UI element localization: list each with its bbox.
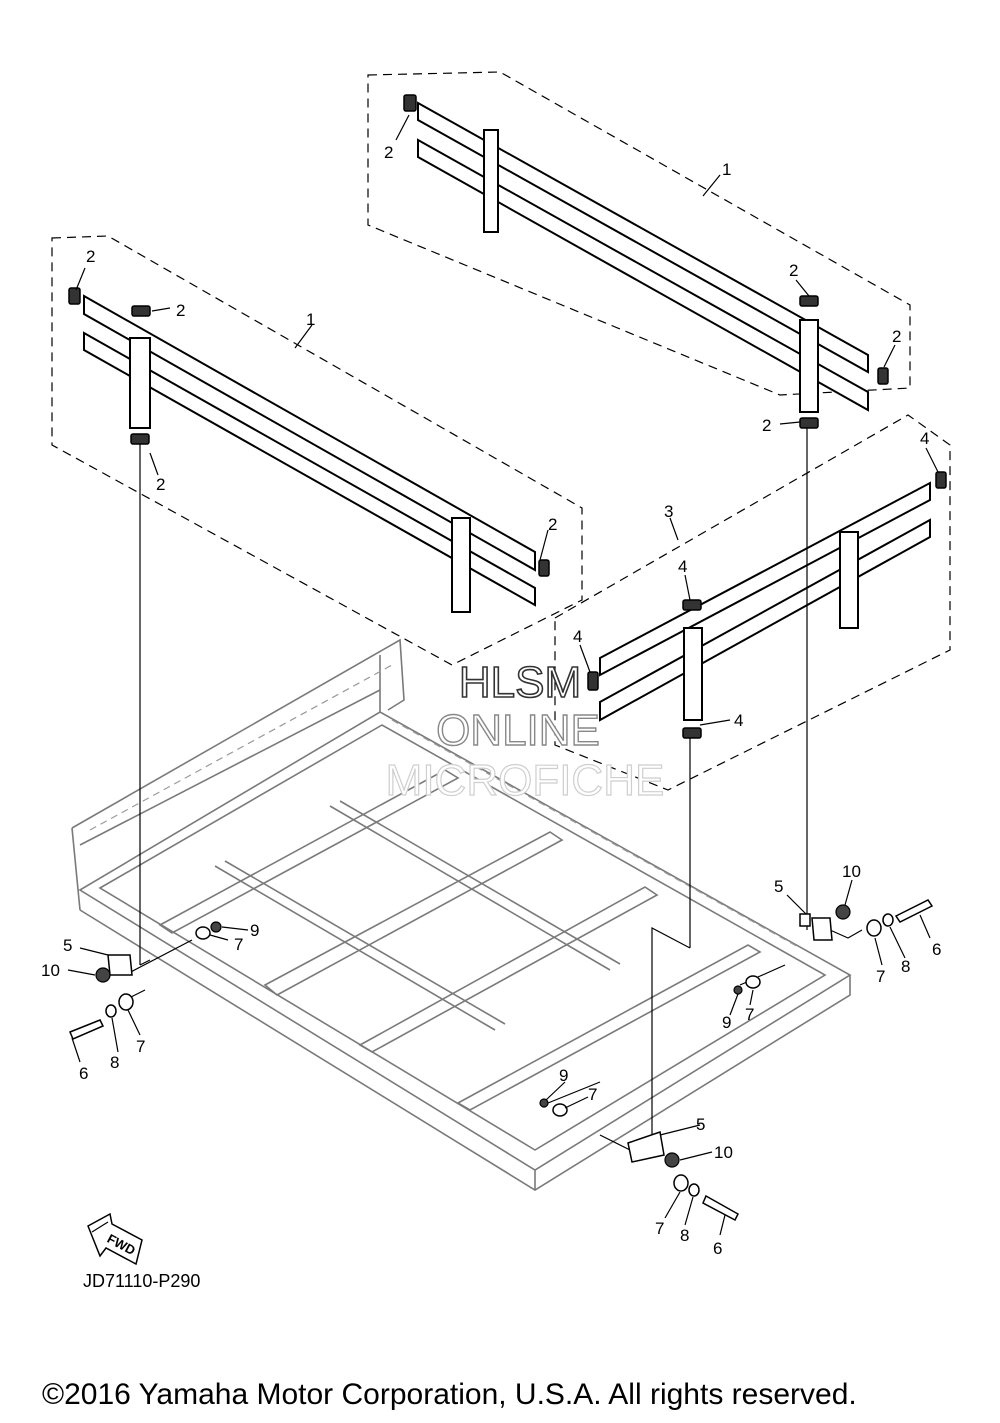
- callout-7: 7: [136, 1037, 145, 1056]
- rail-assembly-upper-right[interactable]: [367, 71, 911, 429]
- callout-9: 9: [250, 921, 259, 940]
- rail-assembly-upper-left[interactable]: [51, 235, 583, 666]
- callout-7: 7: [876, 967, 885, 986]
- hardware-bottom[interactable]: [539, 1098, 739, 1222]
- callout-4: 4: [734, 711, 743, 730]
- callout-8: 8: [680, 1226, 689, 1245]
- callout-7: 7: [588, 1085, 597, 1104]
- callout-9: 9: [559, 1066, 568, 1085]
- callout-10: 10: [41, 961, 60, 980]
- diagram-code: JD71110-P290: [83, 1271, 200, 1291]
- callout-5: 5: [696, 1115, 705, 1134]
- callout-2: 2: [548, 515, 557, 534]
- callout-leaders: [67, 114, 939, 1236]
- callout-9: 9: [722, 1013, 731, 1032]
- callout-2: 2: [176, 301, 185, 320]
- callout-2: 2: [789, 261, 798, 280]
- watermark-line-1: HLSM: [459, 658, 581, 707]
- callout-2: 2: [156, 475, 165, 494]
- callout-2: 2: [892, 327, 901, 346]
- callout-1: 1: [722, 160, 731, 179]
- callout-2: 2: [762, 416, 771, 435]
- callout-7: 7: [655, 1219, 664, 1238]
- watermark-line-3: MICROFICHE: [386, 756, 665, 805]
- alignment-lines: [123, 428, 863, 1151]
- callout-7: 7: [234, 935, 243, 954]
- callout-3: 3: [664, 502, 673, 521]
- copyright-notice: ©2016 Yamaha Motor Corporation, U.S.A. A…: [42, 1378, 857, 1411]
- callout-8: 8: [110, 1053, 119, 1072]
- callout-4: 4: [920, 429, 929, 448]
- callout-10: 10: [714, 1143, 733, 1162]
- callout-2: 2: [384, 143, 393, 162]
- rail-assembly-right[interactable]: [554, 414, 951, 791]
- callout-4: 4: [678, 557, 687, 576]
- callout-2: 2: [86, 247, 95, 266]
- callout-7: 7: [745, 1005, 754, 1024]
- cargo-bed-frame: [71, 638, 852, 1191]
- watermark: HLSM ONLINE MICROFICHE: [385, 657, 665, 805]
- callout-10: 10: [842, 862, 861, 881]
- callout-6: 6: [713, 1239, 722, 1258]
- callout-8: 8: [901, 957, 910, 976]
- callout-6: 6: [932, 940, 941, 959]
- callout-5: 5: [774, 877, 783, 896]
- callout-numbers: 1 1 2 2 2 2 2 2 2 2 3 4 4 4 4 5 5 5 6 6 …: [41, 143, 941, 1258]
- callout-4: 4: [573, 627, 582, 646]
- watermark-line-2: ONLINE: [436, 706, 600, 755]
- callout-5: 5: [63, 936, 72, 955]
- callout-6: 6: [79, 1064, 88, 1083]
- callout-1: 1: [306, 310, 315, 329]
- hardware-right[interactable]: [733, 899, 934, 995]
- hardware-left[interactable]: [69, 921, 222, 1040]
- forward-arrow-icon: FWD: [87, 1212, 143, 1266]
